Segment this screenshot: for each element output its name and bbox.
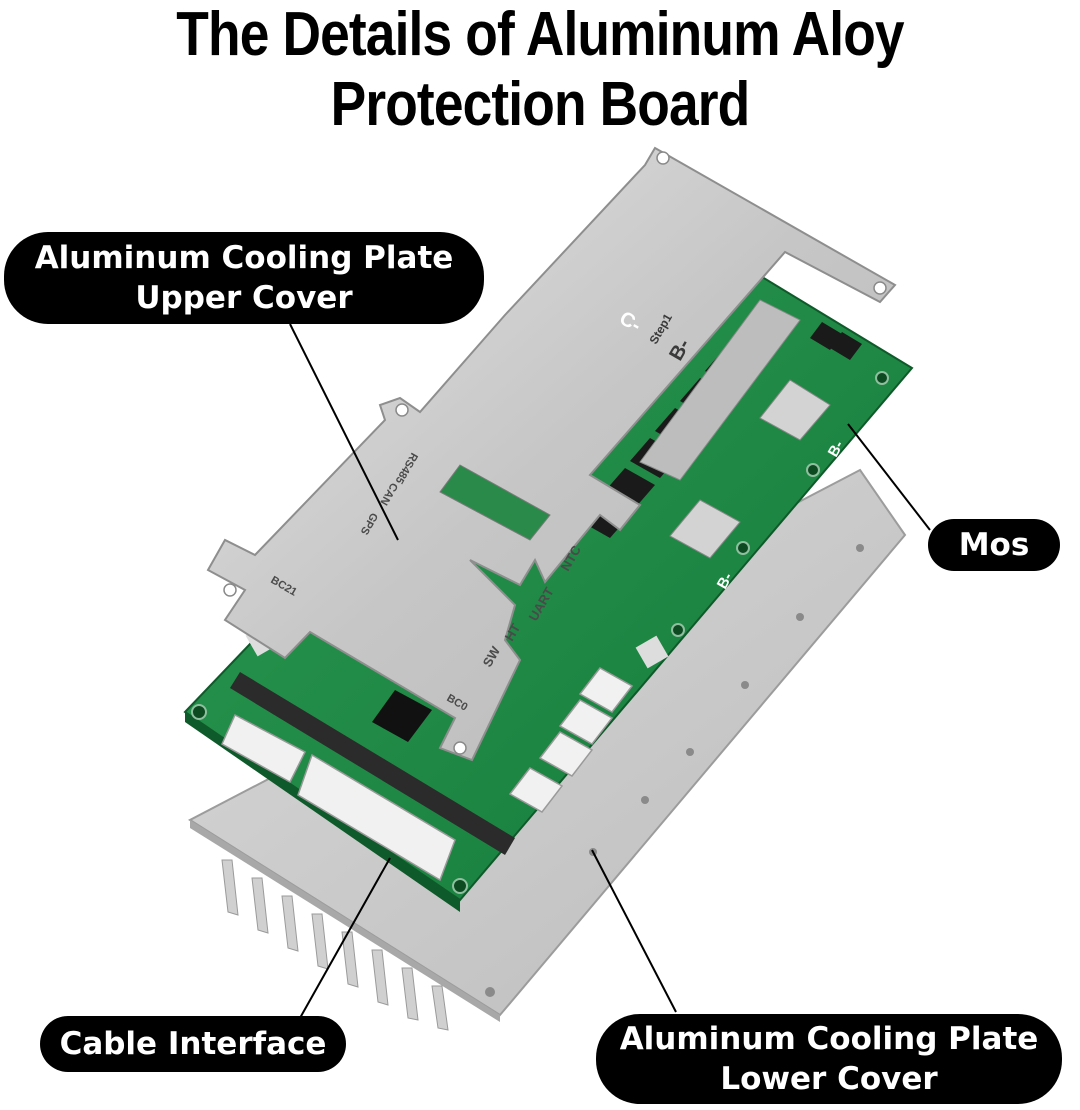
upper-cooling-plate <box>206 146 897 762</box>
title-line-2: Protection Board <box>330 70 751 139</box>
marking-b-minus-right: B- <box>825 438 848 460</box>
cable-interface-connectors <box>221 667 634 882</box>
callout-upper-cover-line-1: Aluminum Cooling Plate <box>34 240 454 276</box>
callout-cable-interface-label: Cable Interface <box>59 1026 327 1062</box>
marking-b-minus-lower: B- <box>714 570 737 592</box>
leader-line-upper-cover <box>289 323 399 541</box>
callout-upper-cover-line-2: Upper Cover <box>135 280 353 316</box>
leader-line-lower-cover <box>591 849 677 1013</box>
callout-cable-interface: Cable Interface <box>40 1016 346 1072</box>
heatsink-fins <box>221 859 449 1031</box>
callout-mos-label: Mos <box>958 527 1030 563</box>
callout-lower-cover-line-1: Aluminum Cooling Plate <box>619 1021 1039 1057</box>
callout-lower-cover: Aluminum Cooling Plate Lower Cover <box>596 1014 1062 1104</box>
title-line-1: The Details of Aluminum Aloy <box>176 0 904 69</box>
callout-lower-cover-line-2: Lower Cover <box>720 1061 938 1097</box>
callout-mos: Mos <box>928 519 1060 571</box>
callout-upper-cover: Aluminum Cooling Plate Upper Cover <box>4 232 484 324</box>
leader-line-mos <box>847 423 931 531</box>
leader-line-cable <box>299 857 391 1019</box>
